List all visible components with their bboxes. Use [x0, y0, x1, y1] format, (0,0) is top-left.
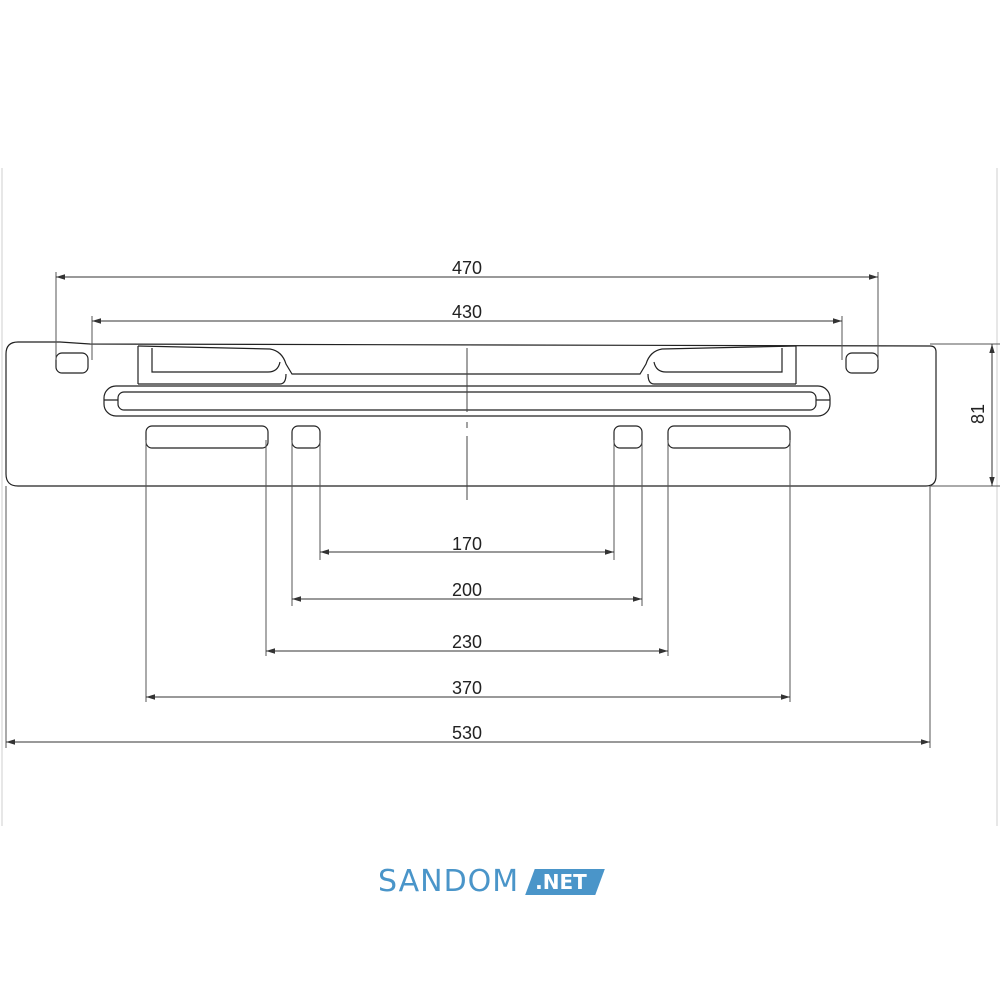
dimension-lines — [6, 274, 995, 745]
dim-label-81: 81 — [968, 404, 988, 424]
mount-hole-right — [845, 352, 879, 374]
plate-outline — [5, 341, 937, 487]
slot-wide-left — [145, 425, 269, 449]
brand-logo: SANDOM .NET — [378, 864, 605, 900]
logo-badge: .NET — [525, 869, 605, 895]
slot-small-left — [291, 425, 321, 449]
left-recess-inner — [137, 346, 287, 385]
extension-lines — [5, 272, 1000, 748]
mount-hole-left — [55, 352, 89, 374]
slot-wide-right — [667, 425, 791, 449]
dim-label-430: 430 — [452, 302, 482, 322]
dim-label-370: 370 — [452, 678, 482, 698]
right-recess-inner — [647, 346, 797, 385]
top-recess — [137, 345, 797, 375]
dim-label-170: 170 — [452, 534, 482, 554]
dim-label-530: 530 — [452, 723, 482, 743]
slot-small-right — [613, 425, 643, 449]
dim-label-230: 230 — [452, 632, 482, 652]
logo-wordmark: SANDOM — [378, 864, 520, 899]
dim-label-470: 470 — [452, 258, 482, 278]
dimension-labels: 470 430 81 170 200 230 370 530 — [452, 258, 988, 743]
dim-label-200: 200 — [452, 580, 482, 600]
frame-lines — [1, 168, 998, 826]
